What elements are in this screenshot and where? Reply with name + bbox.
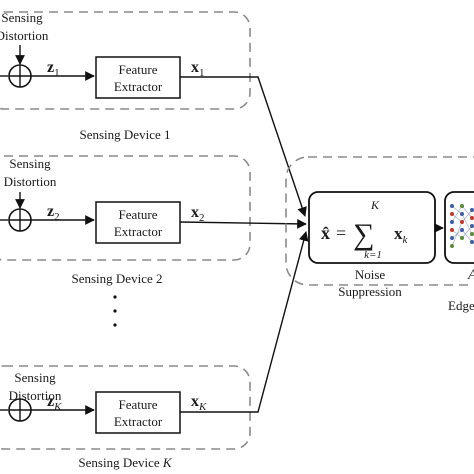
- device-1-caption: Sensing Device 1: [80, 127, 171, 142]
- device-k-feature-label: Feature: [119, 397, 158, 412]
- device-k-feature-extractor-box: [95, 391, 181, 434]
- device-2-feature-label: Feature: [119, 207, 158, 222]
- noise-sum-lower: k=1: [364, 249, 382, 261]
- noise-sum-term: xk: [394, 224, 409, 246]
- noise-sum-equals: =: [336, 223, 346, 243]
- device-2-adder-icon: [8, 208, 32, 232]
- device-2-extractor-label: Extractor: [114, 224, 163, 239]
- device-k-x-label: xK: [191, 393, 207, 413]
- device-k-to-noise-arrow: [180, 231, 309, 413]
- device-2-distortion-label: Distortion: [4, 174, 57, 189]
- sensing-device-k: Sensing Distortion zK Feature Extractor …: [0, 365, 251, 470]
- device-1-adder-icon: [8, 64, 32, 88]
- noise-sum-sigma: ∑: [353, 218, 374, 251]
- device-1-extractor-label: Extractor: [114, 79, 163, 94]
- device-k-extractor-label: Extractor: [114, 414, 163, 429]
- device-2-x-label: x2: [191, 204, 205, 224]
- neural-network-icon: [450, 204, 474, 248]
- noise-caption-line1: Noise: [355, 267, 386, 282]
- device-1-x-label: x1: [191, 59, 205, 79]
- device-1-distortion-label: Distortion: [0, 28, 49, 43]
- noise-sum-upper: K: [370, 198, 380, 212]
- device-k-caption: Sensing Device K: [78, 455, 172, 470]
- device-2-to-noise-arrow: [179, 218, 307, 229]
- device-k-adder-icon: [8, 398, 32, 422]
- edge-label: Edge: [448, 298, 474, 313]
- ai-model-box: [444, 191, 474, 264]
- device-1-feature-label: Feature: [119, 62, 158, 77]
- device-2-dashed-boundary: [0, 155, 251, 261]
- sensing-device-1: Sensing Distortion z1 Feature Extractor …: [0, 10, 251, 142]
- device-k-sensing-label: Sensing: [14, 370, 56, 385]
- ai-label: A: [467, 267, 474, 283]
- device-ellipsis: [113, 295, 117, 327]
- device-1-z-label: z1: [47, 59, 60, 79]
- device-2-z-label: z2: [47, 203, 60, 223]
- noise-caption-line2: Suppression: [338, 284, 402, 299]
- device-2-caption: Sensing Device 2: [72, 271, 163, 286]
- noise-sum-lhs: x̂: [321, 223, 330, 243]
- sensing-device-2: Sensing Distortion z2 Feature Extractor …: [0, 155, 251, 286]
- device-2-sensing-label: Sensing: [9, 156, 51, 171]
- device-k-z-label: zK: [47, 393, 62, 413]
- device-1-dashed-boundary: [0, 11, 251, 110]
- device-1-to-noise-arrow: [180, 76, 307, 217]
- edge-server: x̂ = ∑ K k=1 xk Noise Suppression: [285, 156, 474, 313]
- device-1-sensing-label: Sensing: [1, 10, 43, 25]
